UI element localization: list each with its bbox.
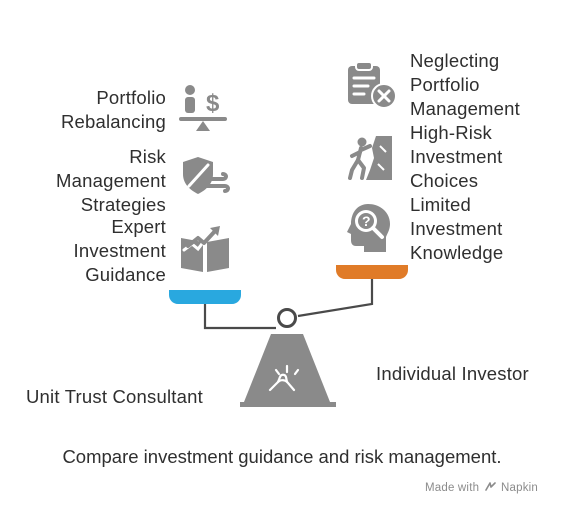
branding-name: Napkin [501, 482, 538, 494]
label-risk-management-strategies: Risk Management Strategies [56, 146, 166, 215]
label-neglecting-portfolio-management: Neglecting Portfolio Management [410, 50, 520, 119]
napkin-branding: Made with Napkin [425, 481, 538, 494]
book-growth-arrow-icon [181, 226, 229, 272]
hand-icon [268, 364, 300, 392]
label-portfolio-rebalancing: Portfolio Rebalancing [60, 87, 166, 132]
label-high-risk-investment-choices: High-Risk Investment Choices [410, 122, 503, 191]
left-pan [169, 290, 241, 304]
clipboard-x-icon [348, 61, 397, 109]
head-question-icon: ? [347, 204, 390, 252]
shield-wind-icon [183, 157, 230, 194]
branding-text: Made with [424, 482, 480, 494]
label-expert-investment-guidance: Expert Investment Guidance [73, 216, 166, 285]
person-balance-dollar-icon: $ [179, 85, 227, 131]
label-limited-investment-knowledge: Limited Investment Knowledge [410, 194, 504, 263]
napkin-logo-icon [484, 482, 496, 491]
right-pan [336, 265, 408, 279]
svg-text:$: $ [206, 90, 220, 117]
right-side-title: Individual Investor [376, 363, 529, 384]
balance-scale [169, 265, 408, 407]
svg-text:?: ? [362, 213, 371, 229]
left-side-title: Unit Trust Consultant [26, 386, 203, 407]
climber-icon [348, 136, 392, 180]
diagram-caption: Compare investment guidance and risk man… [62, 446, 502, 467]
